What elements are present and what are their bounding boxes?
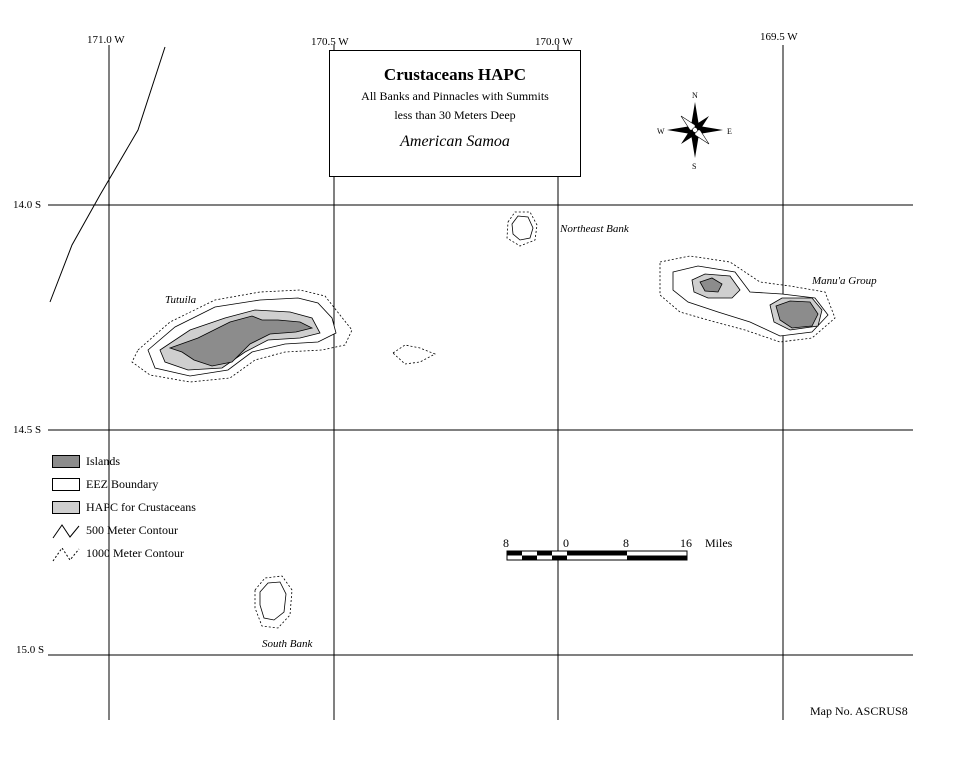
label-tutuila: Tutuila (165, 294, 197, 306)
title-box: Crustaceans HAPC All Banks and Pinnacles… (329, 50, 581, 177)
eez-boundary-line (49, 46, 166, 303)
manua-1000m-contour (659, 255, 836, 343)
tutuila-island (168, 315, 314, 367)
scale-bar (506, 550, 688, 561)
manua-island-west (699, 277, 723, 293)
legend-item-1000m: 1000 Meter Contour (52, 542, 196, 565)
hapc-swatch (52, 501, 80, 514)
solid-contour-icon (52, 523, 80, 538)
islands-swatch (52, 455, 80, 468)
map-subtitle-line2: less than 30 Meters Deep (394, 108, 516, 122)
latitude-label: 14.0 S (13, 199, 41, 211)
legend-label: 500 Meter Contour (86, 523, 178, 537)
label-manua-group: Manu'a Group (811, 275, 877, 287)
longitude-label: 171.0 W (87, 34, 125, 46)
label-south-bank: South Bank (262, 638, 314, 650)
label-northeast-bank: Northeast Bank (559, 223, 630, 235)
legend-item-500m: 500 Meter Contour (52, 519, 196, 542)
compass-w-label: W (657, 127, 665, 136)
legend-label: 1000 Meter Contour (86, 546, 184, 560)
longitude-label: 170.0 W (535, 36, 573, 48)
legend: Islands EEZ Boundary HAPC for Crustacean… (52, 450, 196, 565)
scale-tick-label: 0 (563, 536, 569, 550)
map-number: Map No. ASCRUS8 (810, 704, 908, 718)
legend-item-islands: Islands (52, 450, 196, 473)
dashed-contour-icon (52, 546, 80, 561)
tutuila-1000m-contour (131, 289, 353, 383)
legend-label: EEZ Boundary (86, 477, 159, 491)
manua-island-east (775, 300, 819, 329)
compass-s-label: S (692, 162, 696, 171)
longitude-label: 170.5 W (311, 36, 349, 48)
compass-n-label: N (692, 91, 698, 100)
northeast-bank-500m-contour (511, 215, 534, 241)
legend-item-hapc: HAPC for Crustaceans (52, 496, 196, 519)
legend-item-eez: EEZ Boundary (52, 473, 196, 496)
map-subtitle-line1: All Banks and Pinnacles with Summits (361, 89, 549, 103)
map-region: American Samoa (400, 133, 510, 150)
map-title: Crustaceans HAPC (383, 65, 527, 84)
south-bank-500m-contour (259, 581, 287, 621)
scale-tick-label: 16 (680, 536, 692, 550)
south-bank-1000m-contour (254, 575, 293, 629)
eez-swatch (52, 478, 80, 491)
compass-e-label: E (727, 127, 732, 136)
latitude-label: 15.0 S (16, 644, 44, 656)
scale-unit-label: Miles (705, 536, 733, 550)
northeast-bank-1000m-contour (506, 211, 538, 247)
legend-label: HAPC for Crustaceans (86, 500, 196, 514)
longitude-label: 169.5 W (760, 31, 798, 43)
legend-label: Islands (86, 454, 120, 468)
latitude-label: 14.5 S (13, 424, 41, 436)
scale-tick-label: 8 (623, 536, 629, 550)
compass-rose-icon (667, 102, 723, 158)
scale-tick-label: 8 (503, 536, 509, 550)
tutuila-offshore-islet (392, 344, 436, 365)
